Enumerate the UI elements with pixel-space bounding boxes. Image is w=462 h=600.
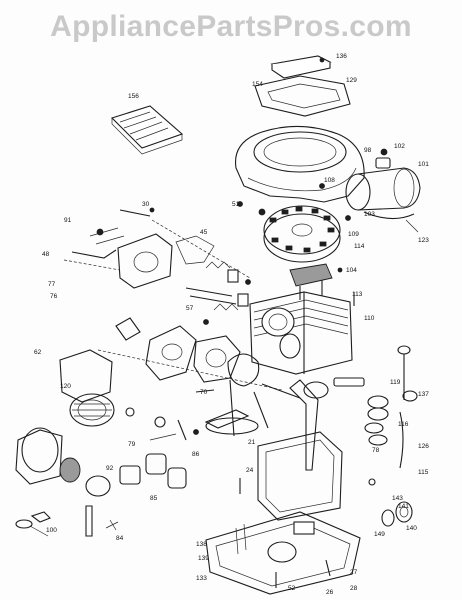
callout-62: 62 [34,349,42,356]
muffler [345,148,421,233]
blower-housing [234,125,365,203]
callout-79: 79 [128,441,136,448]
cylinder-block [249,291,365,387]
callout-48: 48 [42,251,50,258]
flywheel [258,205,351,263]
callout-86: 86 [192,451,200,458]
oil-sump [205,431,361,595]
callout-156: 156 [128,93,139,100]
callout-21: 21 [248,439,256,446]
starter-handle [15,519,49,537]
callout-70: 70 [200,389,208,396]
callout-85: 85 [150,495,158,502]
governor-parts [97,317,283,391]
callout-24: 24 [246,467,254,474]
callout-84: 84 [116,535,124,542]
callout-116: 116 [398,421,409,428]
rewind-starter [15,349,115,537]
callout-140: 140 [406,525,417,532]
callout-119: 119 [390,379,401,386]
callout-27: 27 [350,569,358,576]
callout-149: 149 [374,531,385,538]
callout-137: 137 [418,391,429,398]
air-cleaner-cover [254,55,351,117]
callout-108: 108 [324,177,335,184]
callout-52: 52 [288,585,296,592]
callout-labels: 136 129 156 154 98 102 101 103 123 51 10… [34,53,429,596]
callout-114: 114 [354,243,365,250]
callout-141: 141 [398,503,409,510]
callout-45: 45 [200,229,208,236]
callout-101: 101 [418,161,429,168]
callout-115: 115 [418,469,429,476]
carburetor [63,209,251,289]
crankshaft [204,333,329,471]
callout-76: 76 [50,293,58,300]
callout-92: 92 [106,465,114,472]
callout-77: 77 [48,281,56,288]
seals-and-washers [364,395,413,527]
callout-126: 126 [418,443,429,450]
dipstick [397,345,418,469]
callout-138: 138 [196,541,207,548]
callout-26: 26 [326,589,334,596]
callout-51: 51 [232,201,240,208]
ignition-coil [289,263,343,300]
callout-139: 139 [198,555,209,562]
callout-57: 57 [186,305,194,312]
callout-120: 120 [60,383,71,390]
valve-parts [185,261,251,325]
callout-98: 98 [364,147,372,154]
callout-28: 28 [350,585,358,592]
air-filter-element [110,105,184,155]
callout-123: 123 [418,237,429,244]
callout-129: 129 [346,77,357,84]
callout-136: 136 [336,53,347,60]
callout-102: 102 [394,143,405,150]
callout-100: 100 [46,527,57,534]
callout-143: 143 [392,495,403,502]
callout-154: 154 [252,81,263,88]
watermark-logo: AppliancePartsPros.com [50,10,412,43]
callout-113: 113 [352,291,363,298]
callout-110: 110 [364,315,375,322]
small-hardware [105,407,199,531]
bolts [149,201,355,588]
callout-109: 109 [348,231,359,238]
callout-133: 133 [196,575,207,582]
callout-103: 103 [364,211,375,218]
callout-91: 91 [64,217,72,224]
callout-78: 78 [372,447,380,454]
callout-30: 30 [142,201,150,208]
callout-104: 104 [346,267,357,274]
